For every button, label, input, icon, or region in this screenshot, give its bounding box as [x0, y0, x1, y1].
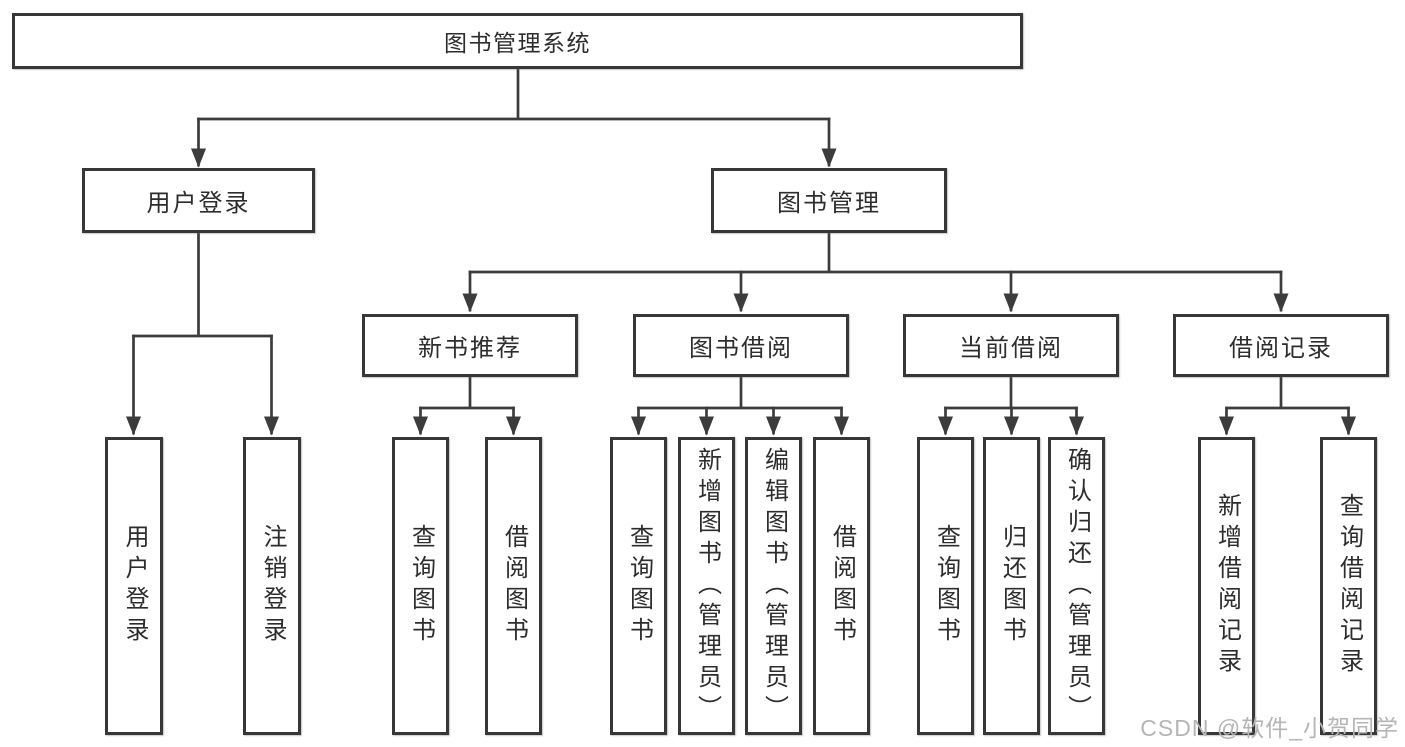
leaf-bb-edit-book-admin: 编辑图书（管理员） [745, 437, 802, 735]
leaf-bb-add-book-admin: 新增图书（管理员） [678, 437, 735, 735]
node-current-borrow-label: 当前借阅 [959, 335, 1063, 362]
leaf-bb-borrow-book-label: 借阅图书 [828, 524, 856, 648]
leaf-bb-borrow-book: 借阅图书 [813, 437, 870, 735]
node-book-borrow-label: 图书借阅 [689, 335, 793, 362]
leaf-cb-query-book: 查询图书 [917, 437, 974, 735]
leaf-logout-login-label: 注销登录 [259, 524, 286, 648]
connector-group [126, 67, 1356, 436]
leaf-cb-confirm-return-admin: 确认归还（管理员） [1048, 437, 1105, 735]
node-user-login-label: 用户登录 [146, 190, 251, 217]
leaf-cb-query-book-label: 查询图书 [932, 524, 960, 648]
leaf-bb-query-book: 查询图书 [610, 437, 667, 735]
leaf-nbr-query-book: 查询图书 [392, 437, 449, 735]
leaf-br-query-record: 查询借阅记录 [1320, 437, 1377, 735]
leaf-logout-login: 注销登录 [243, 437, 301, 735]
leaf-user-login: 用户登录 [105, 437, 163, 735]
node-book-borrow: 图书借阅 [633, 314, 849, 377]
leaf-br-query-record-label: 查询借阅记录 [1335, 493, 1363, 679]
node-book-management-label: 图书管理 [777, 190, 881, 217]
leaf-bb-add-book-admin-label: 新增图书（管理员） [693, 446, 721, 726]
node-book-management: 图书管理 [711, 168, 947, 233]
leaf-cb-confirm-return-admin-label: 确认归还（管理员） [1063, 446, 1091, 726]
node-new-book-recommend: 新书推荐 [362, 314, 578, 377]
node-root: 图书管理系统 [12, 13, 1023, 69]
leaf-nbr-query-book-label: 查询图书 [407, 524, 435, 648]
node-new-book-recommend-label: 新书推荐 [418, 335, 522, 362]
node-borrow-records-label: 借阅记录 [1229, 335, 1333, 362]
leaf-cb-return-book: 归还图书 [983, 437, 1040, 735]
leaf-nbr-borrow-book: 借阅图书 [485, 437, 542, 735]
leaf-bb-query-book-label: 查询图书 [625, 524, 653, 648]
node-user-login: 用户登录 [82, 168, 315, 233]
leaf-user-login-label: 用户登录 [121, 524, 148, 648]
leaf-nbr-borrow-book-label: 借阅图书 [500, 524, 528, 648]
leaf-cb-return-book-label: 归还图书 [998, 524, 1026, 648]
node-borrow-records: 借阅记录 [1173, 314, 1389, 377]
node-current-borrow: 当前借阅 [903, 314, 1119, 377]
leaf-bb-edit-book-admin-label: 编辑图书（管理员） [760, 446, 788, 726]
leaf-br-add-record: 新增借阅记录 [1198, 437, 1255, 735]
csdn-watermark: CSDN @软件_小贺同学 [1140, 715, 1399, 741]
leaf-br-add-record-label: 新增借阅记录 [1213, 493, 1241, 679]
node-root-label: 图书管理系统 [444, 30, 591, 56]
